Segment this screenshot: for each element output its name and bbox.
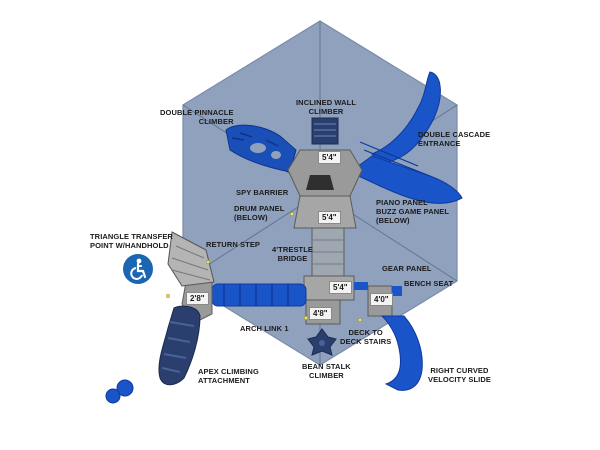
label-triangle-transfer: TRIANGLE TRANSFER POINT W/HANDHOLD	[90, 232, 173, 250]
deck-height-left: 2'8"	[186, 292, 209, 305]
label-double-cascade-entrance: DOUBLE CASCADE ENTRANCE	[418, 130, 491, 148]
spy-barrier	[306, 175, 334, 190]
stepping-pod	[105, 388, 121, 404]
label-drum-panel: DRUM PANEL (BELOW)	[234, 204, 285, 222]
deck-height-bottom: 4'8"	[309, 307, 332, 320]
wheelchair-accessibility-icon	[123, 254, 153, 284]
gear-panel	[354, 282, 368, 290]
deck-height-right: 4'0"	[370, 293, 393, 306]
label-bench-seat: BENCH SEAT	[404, 279, 454, 288]
label-arch-link: ARCH LINK 1	[240, 324, 289, 333]
label-double-pinnacle-climber: DOUBLE PINNACLE CLIMBER	[160, 108, 234, 126]
label-inclined-wall-climber: INCLINED WALL CLIMBER	[296, 98, 357, 116]
label-right-curved-velocity-slide: RIGHT CURVED VELOCITY SLIDE	[428, 366, 491, 384]
deck-height-mid: 5'4"	[329, 281, 352, 294]
leader-markers	[165, 211, 363, 323]
label-bean-stalk-climber: BEAN STALK CLIMBER	[302, 362, 351, 380]
label-trestle-bridge: 4'TRESTLE BRIDGE	[272, 245, 314, 263]
deck-height-center: 5'4"	[318, 211, 341, 224]
bean-stalk-climber	[307, 328, 337, 356]
apex-climbing-attachment	[158, 305, 201, 386]
label-apex-climbing-attachment: APEX CLIMBING ATTACHMENT	[198, 367, 259, 385]
label-gear-panel: GEAR PANEL	[382, 264, 432, 273]
double-cascade-entrance	[349, 71, 463, 204]
label-piano-buzz-panel: PIANO PANEL BUZZ GAME PANEL (BELOW)	[376, 198, 450, 225]
double-pinnacle-climber	[225, 124, 297, 173]
label-return-step: RETURN STEP	[206, 240, 261, 249]
label-deck-to-deck-stairs: DECK TO DECK STAIRS	[340, 328, 392, 346]
label-spy-barrier: SPY BARRIER	[236, 188, 289, 197]
triangle-transfer-point	[167, 231, 215, 287]
inclined-wall-climber	[311, 117, 339, 145]
deck-height-top: 5'4"	[318, 151, 341, 164]
stepping-pod	[116, 379, 134, 397]
arch-link-tunnel	[211, 283, 307, 307]
bench-seat	[392, 286, 402, 296]
right-curved-velocity-slide	[380, 315, 423, 391]
